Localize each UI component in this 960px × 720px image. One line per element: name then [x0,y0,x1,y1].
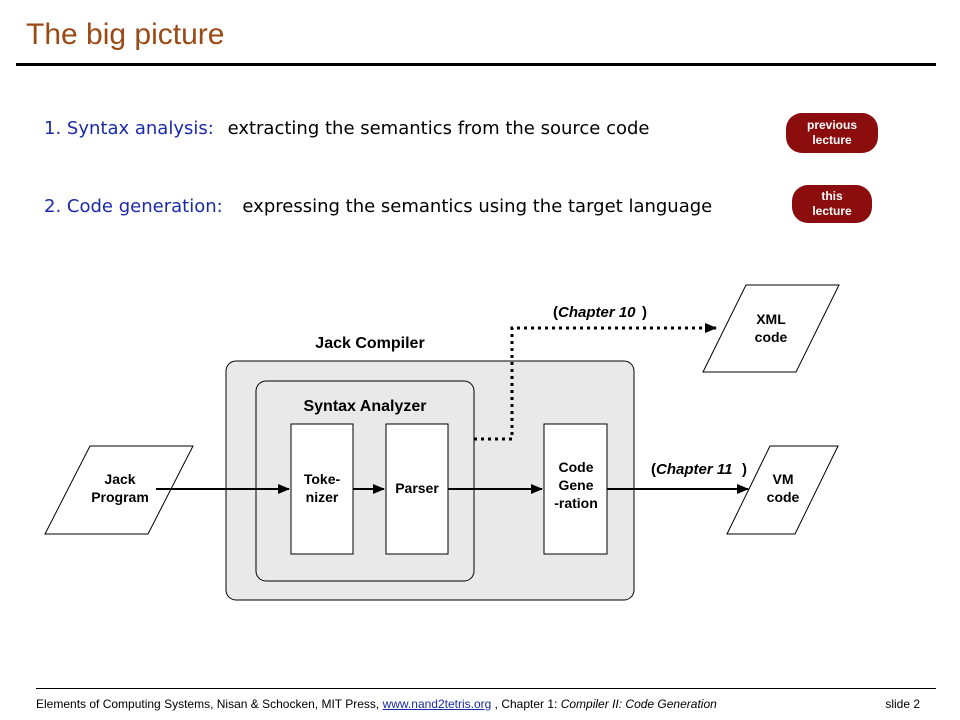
badge-line: this [821,189,843,203]
code-generation-box [543,423,608,555]
previous-lecture-badge: previous lecture [786,113,878,153]
footer-divider [36,688,936,689]
jack-program-shape [44,445,194,535]
code-generation-line: Code [559,459,594,475]
footer-link[interactable]: www.nand2tetris.org [382,697,492,711]
footer-text: , Chapter 1: [494,697,558,711]
parser-label: Parser [395,480,439,496]
parser-box [385,423,449,555]
item-description: expressing the semantics using the targe… [242,196,713,217]
xml-code-line: code [755,329,788,345]
chapter10-close: ) [642,304,647,321]
jack-compiler-label: Jack Compiler [315,335,424,352]
chapter10-open: ( [553,304,558,321]
jack-program-line: Jack [104,471,135,487]
code-generation-line: Gene [558,477,593,493]
tokenizer-line: Toke- [304,471,341,487]
footer-text: Elements of Computing Systems, Nisan & S… [36,697,380,711]
footer: Elements of Computing Systems, Nisan & S… [36,697,717,711]
tokenizer-line: nizer [306,489,339,505]
chapter11-label: Chapter 11 [656,461,732,478]
chapter11-open: ( [651,461,656,478]
badge-line: lecture [812,133,852,147]
jack-program-line: Program [91,489,149,505]
xml-code-line: XML [756,311,786,327]
item-label: Code generation: [66,196,223,217]
syntax-analyzer-label: Syntax Analyzer [303,398,426,415]
this-lecture-badge: this lecture [792,185,872,223]
vm-code-shape [726,445,839,535]
item-label: Syntax analysis: [66,118,214,139]
tokenizer-box [290,423,354,555]
badge-line: previous [806,118,857,132]
item-number: 2. [44,196,62,217]
dotted-arrow-to-xml [474,323,717,441]
item-number: 1. [44,118,62,139]
item-code-generation: 2. Code generation: expressing the seman… [44,196,712,217]
badge-line: lecture [812,204,852,218]
vm-code-line: VM [773,471,794,487]
item-syntax-analysis: 1. Syntax analysis: extracting the seman… [44,118,650,139]
slide-number: slide 2 [885,697,920,711]
xml-code-shape [702,284,840,373]
page-title: The big picture [26,18,225,51]
item-description: extracting the semantics from the source… [227,118,650,139]
chapter11-close: ) [742,461,747,478]
vm-code-line: code [767,489,800,505]
title-divider [16,63,936,66]
chapter10-label: Chapter 10 [558,304,636,321]
footer-chapter: Compiler II: Code Generation [560,697,717,711]
code-generation-line: -ration [554,495,598,511]
